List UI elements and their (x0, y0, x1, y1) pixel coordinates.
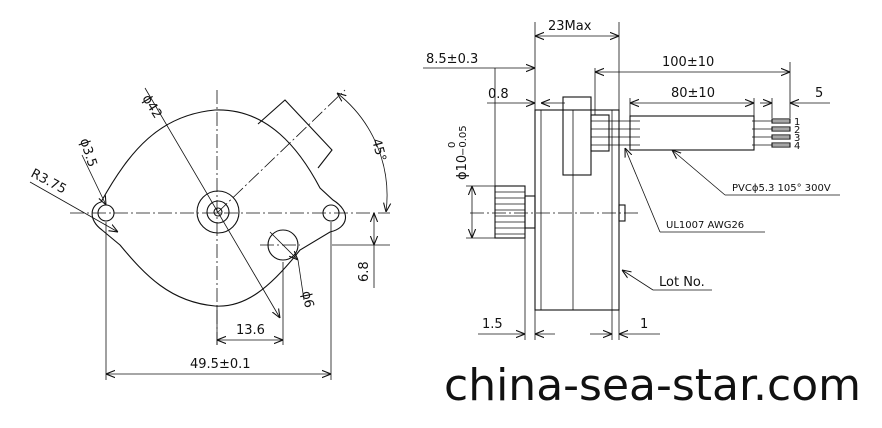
front-view: ϕ42 ϕ3.5 R3.75 45° ϕ6 6.8 13.6 49.5±0.1 (28, 87, 390, 380)
side-view: 1 2 3 4 23Max 8.5±0.3 0.8 100±10 80±10 5 (423, 19, 840, 340)
label-pvc: PVCϕ5.3 105° 300V (732, 183, 831, 194)
wire-exit-box (257, 99, 333, 169)
dim-shaft-tol-upper: 0 (447, 142, 458, 148)
dim-5: 5 (815, 86, 823, 101)
dim-49-5: 49.5±0.1 (190, 357, 251, 372)
lead-wires (591, 120, 790, 146)
dim-shaft-tol-lower: −0.05 (458, 125, 469, 156)
dim-80: 80±10 (671, 86, 715, 101)
shaft-gear (494, 185, 526, 239)
dim-1-5: 1.5 (482, 317, 503, 332)
watermark: china-sea-star.com (444, 360, 861, 411)
dim-6-8: 6.8 (357, 261, 372, 282)
motor-body-outline (91, 109, 346, 307)
dim-phi3-5: ϕ3.5 (76, 137, 99, 169)
motor-can (534, 109, 620, 311)
dim-angle: 45° (368, 137, 388, 163)
center-hub-outer (196, 190, 240, 234)
dim-8-5: 8.5±0.3 (426, 52, 478, 67)
wire-grommet (562, 96, 592, 176)
dim-13-6: 13.6 (236, 323, 265, 338)
dim-1: 1 (640, 317, 648, 332)
label-ul: UL1007 AWG26 (666, 220, 744, 231)
dim-23max: 23Max (548, 19, 592, 34)
dim-0-8: 0.8 (488, 87, 509, 102)
right-mount-hole (322, 204, 340, 222)
pin-4: 4 (794, 141, 800, 152)
dim-100: 100±10 (662, 55, 714, 70)
diagonal-centerline (216, 89, 346, 214)
center-hub-core (213, 207, 223, 217)
pin-3: 3 (794, 133, 800, 144)
pvc-sleeve (629, 115, 755, 151)
pin-2: 2 (794, 125, 800, 136)
center-hub-inner (206, 200, 230, 224)
dim-phi6: ϕ6 (298, 290, 316, 310)
pin-1: 1 (794, 117, 800, 128)
label-lot: Lot No. (659, 275, 705, 290)
dim-phi42: ϕ42 (139, 92, 165, 121)
dim-shaft: ϕ10 (455, 155, 470, 180)
